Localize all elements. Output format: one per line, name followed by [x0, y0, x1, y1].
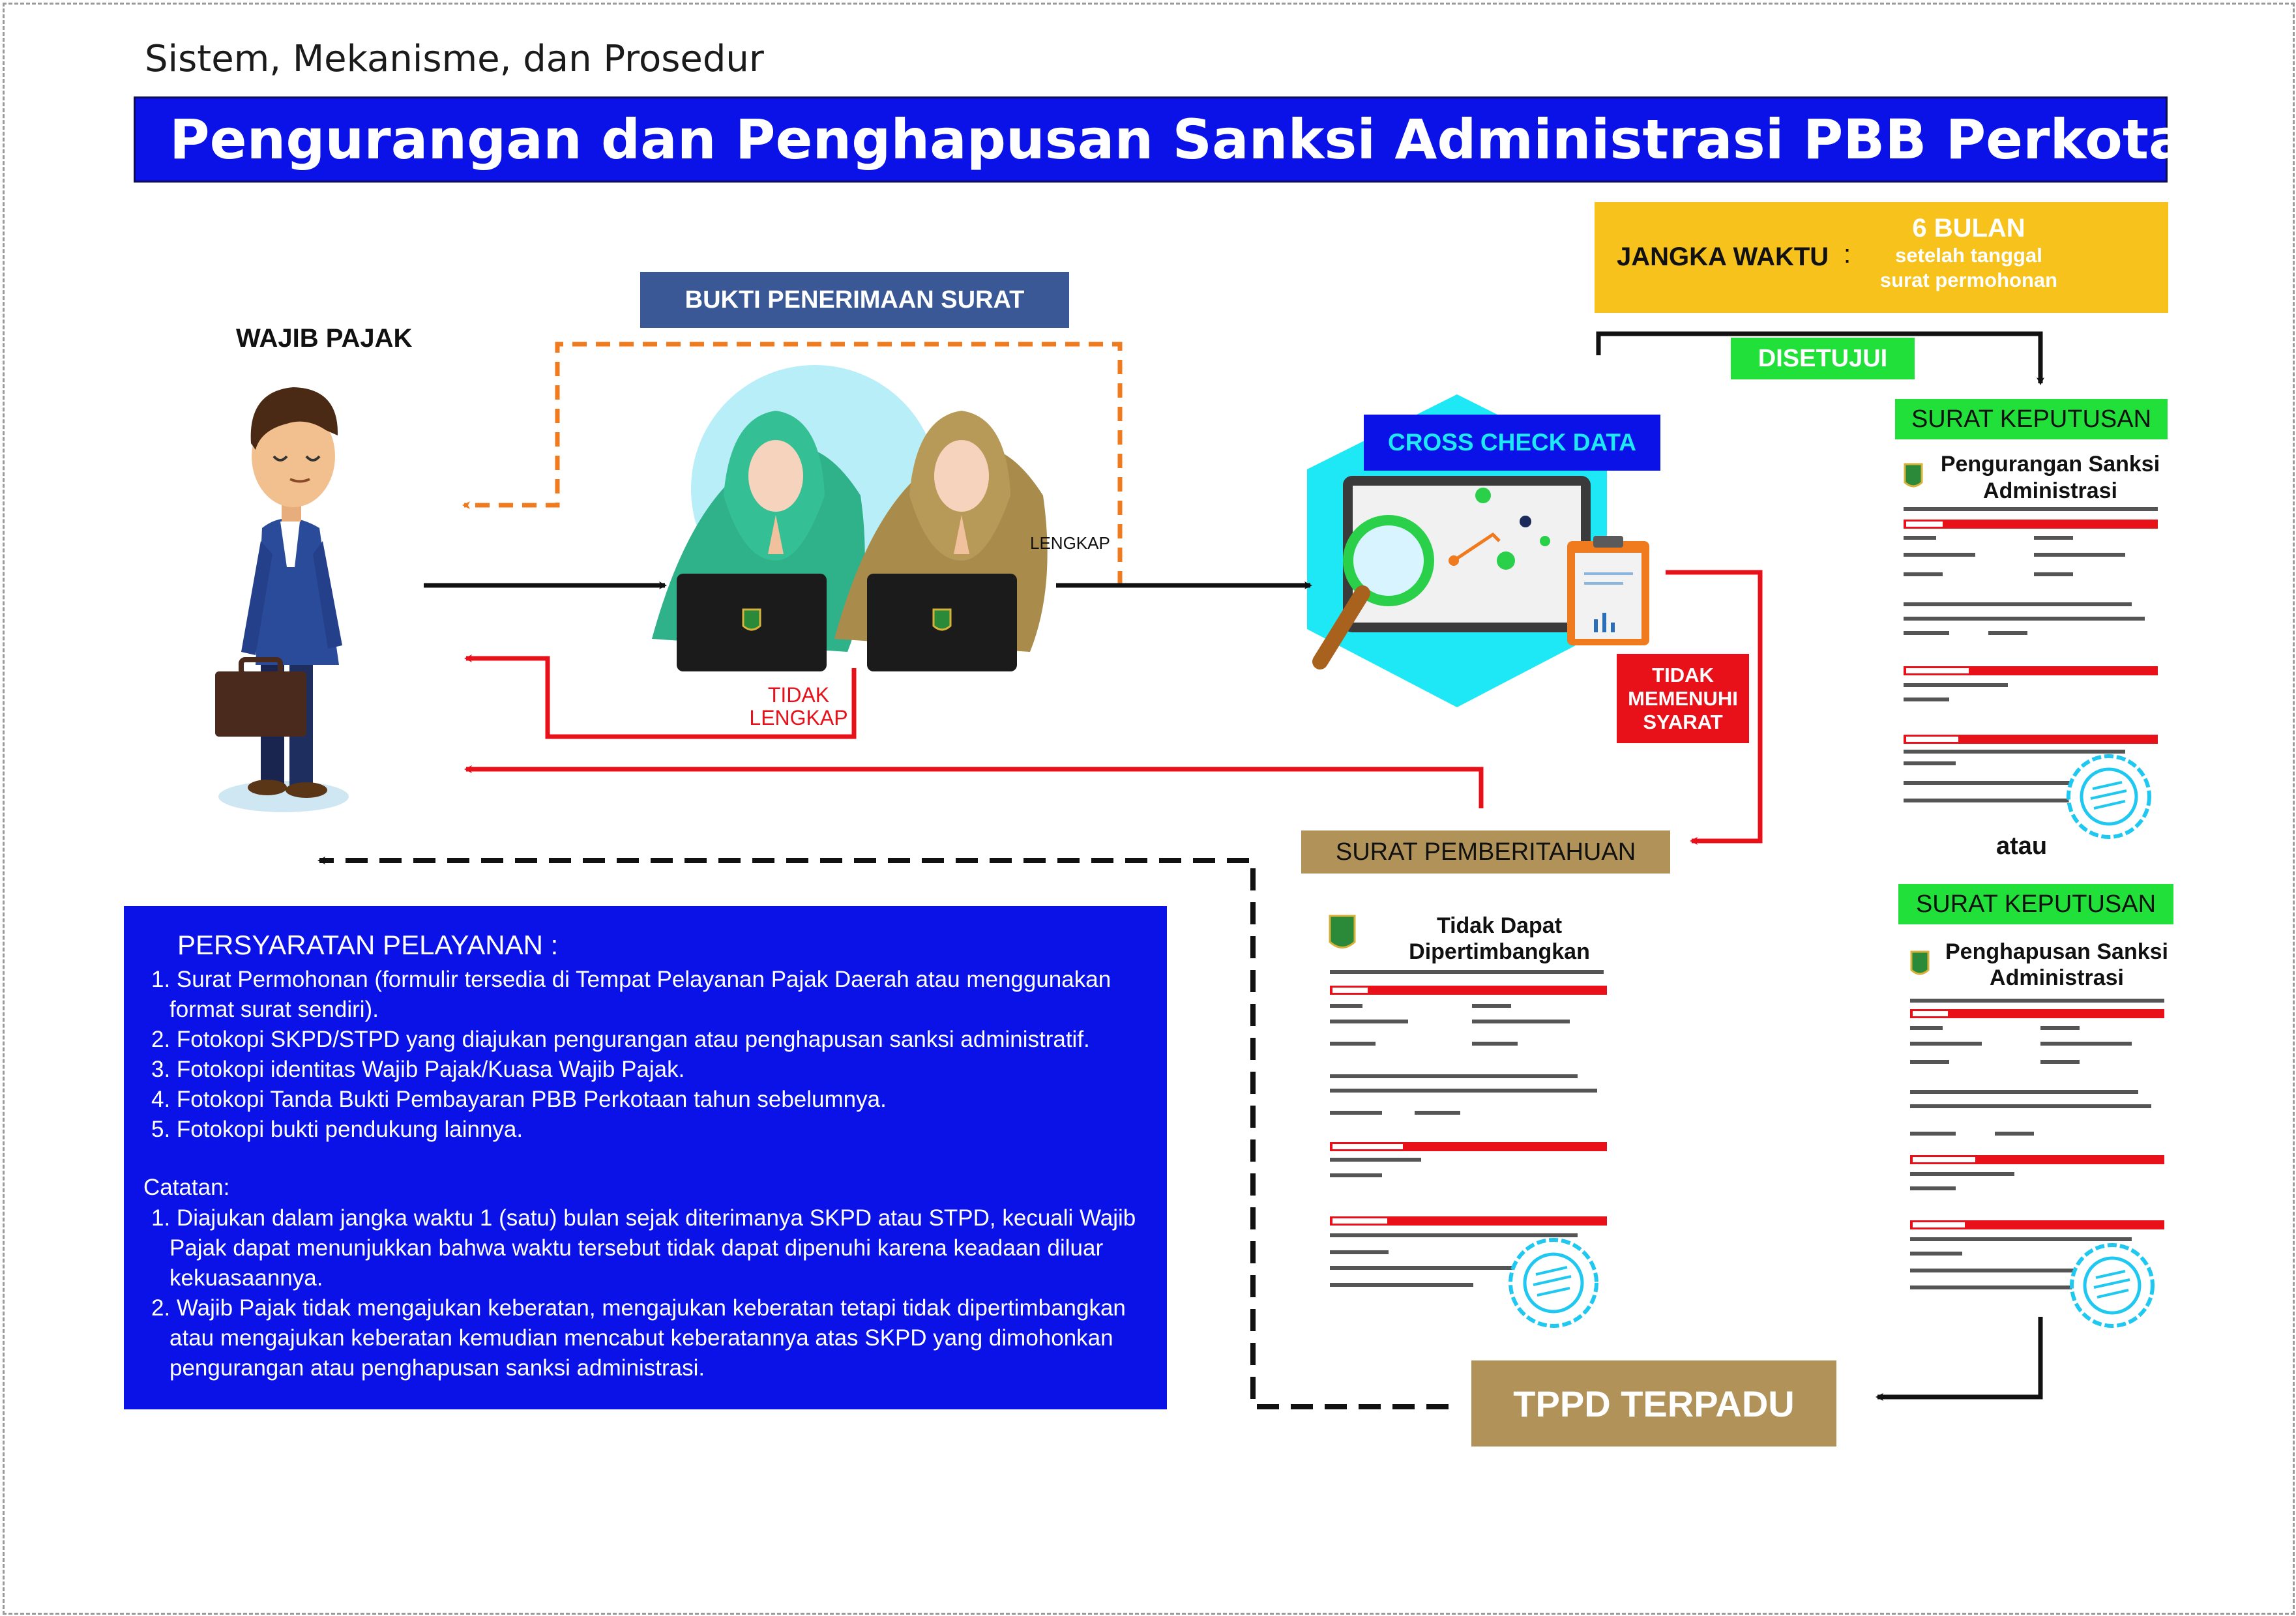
- taxpayer-label: WAJIB PAJAK: [236, 324, 413, 353]
- requirements-box: PERSYARATAN PELAYANAN : 1. Surat Permoho…: [124, 906, 1167, 1409]
- not-met-arrow: [1666, 570, 1763, 845]
- or-label: atau: [1996, 832, 2048, 860]
- not-met-line-3: SYARAT: [1643, 710, 1723, 733]
- decision-2-header: SURAT KEPUTUSAN: [1898, 884, 2173, 924]
- page-title: Pengurangan dan Penghapusan Sanksi Admin…: [169, 108, 2262, 171]
- cross-check-label-text: CROSS CHECK DATA: [1388, 429, 1636, 456]
- decision-2-header-text: SURAT KEPUTUSAN: [1915, 890, 2156, 918]
- note-item-1: 1. Diajukan dalam jangka waktu 1 (satu) …: [151, 1205, 1136, 1291]
- decision-2-title-2: Administrasi: [1990, 965, 2124, 990]
- timeframe-label: JANGKA WAKTU: [1617, 242, 1829, 271]
- approved-label: DISETUJUI: [1731, 338, 1915, 379]
- receipt-return-arrow: [462, 342, 1123, 585]
- timeframe-detail-2: surat permohonan: [1879, 269, 2058, 291]
- not-met-line-2: MEMENUHI: [1628, 686, 1738, 710]
- page-frame: [3, 3, 2295, 1615]
- not-met-line-1: TIDAK: [1652, 663, 1714, 686]
- timeframe-colon: :: [1844, 240, 1851, 269]
- cross-check-illustration: [1307, 394, 1649, 707]
- notice-label-text: SURAT PEMBERITAHUAN: [1335, 838, 1636, 866]
- tppd-return-arrow: [317, 857, 1449, 1409]
- approved-label-text: DISETUJUI: [1758, 344, 1888, 372]
- timeframe-box: [1595, 202, 2168, 313]
- incomplete-label-2: LENGKAP: [749, 706, 848, 729]
- tppd-label: TPPD TERPADU: [1471, 1360, 1836, 1447]
- decision-1-title-1: Pengurangan Sanksi: [1940, 452, 2160, 477]
- notes-heading: Catatan:: [143, 1175, 230, 1200]
- tppd-label-text: TPPD TERPADU: [1513, 1383, 1795, 1424]
- taxpayer-illustration: [215, 387, 349, 812]
- requirement-item-3: 3. Fotokopi identitas Wajib Pajak/Kuasa …: [151, 1057, 685, 1082]
- decision-document-2: [1907, 926, 2174, 1328]
- decision-2-title-1: Penghapusan Sanksi: [1945, 939, 2168, 964]
- requirement-item-2: 2. Fotokopi SKPD/STPD yang diajukan peng…: [151, 1027, 1090, 1052]
- decision-1-header-text: SURAT KEPUTUSAN: [1911, 405, 2152, 433]
- receipt-label: BUKTI PENERIMAAN SURAT: [640, 272, 1069, 328]
- not-met-label: TIDAK MEMENUHI SYARAT: [1617, 654, 1749, 743]
- note-item-2: 2. Wajib Pajak tidak mengajukan keberata…: [151, 1295, 1126, 1381]
- page-subtitle: Sistem, Mekanisme, dan Prosedur: [145, 38, 764, 80]
- incomplete-arrow: [464, 654, 857, 739]
- notice-return-arrow: [464, 765, 1484, 808]
- notice-title-1: Tidak Dapat: [1436, 913, 1563, 938]
- notice-label: SURAT PEMBERITAHUAN: [1301, 830, 1670, 874]
- receipt-label-text: BUKTI PENERIMAAN SURAT: [684, 286, 1025, 314]
- decision-1-title-2: Administrasi: [1983, 478, 2117, 503]
- cross-check-label: CROSS CHECK DATA: [1364, 415, 1660, 471]
- decision-1-header: SURAT KEPUTUSAN: [1895, 399, 2168, 439]
- requirements-heading: PERSYARATAN PELAYANAN :: [177, 930, 559, 960]
- incomplete-label-1: TIDAK: [767, 683, 830, 707]
- officers-illustration: [652, 365, 1048, 671]
- decision-document-1: [1904, 438, 2171, 839]
- timeframe-detail-1: setelah tanggal: [1895, 244, 2042, 267]
- requirement-item-4: 4. Fotokopi Tanda Bukti Pembayaran PBB P…: [151, 1087, 887, 1112]
- decision-to-tppd-arrow: [1876, 1317, 2043, 1401]
- notice-title-2: Dipertimbangkan: [1409, 939, 1590, 964]
- title-bar: [134, 96, 2168, 183]
- complete-label: LENGKAP: [1030, 533, 1110, 553]
- timeframe-value: 6 BULAN: [1912, 214, 2025, 242]
- approved-arrow: [1596, 331, 2044, 385]
- requirement-item-1: 1. Surat Permohonan (formulir tersedia d…: [151, 967, 1111, 1022]
- notice-document: [1323, 894, 1617, 1328]
- requirement-item-5: 5. Fotokopi bukti pendukung lainnya.: [151, 1117, 523, 1142]
